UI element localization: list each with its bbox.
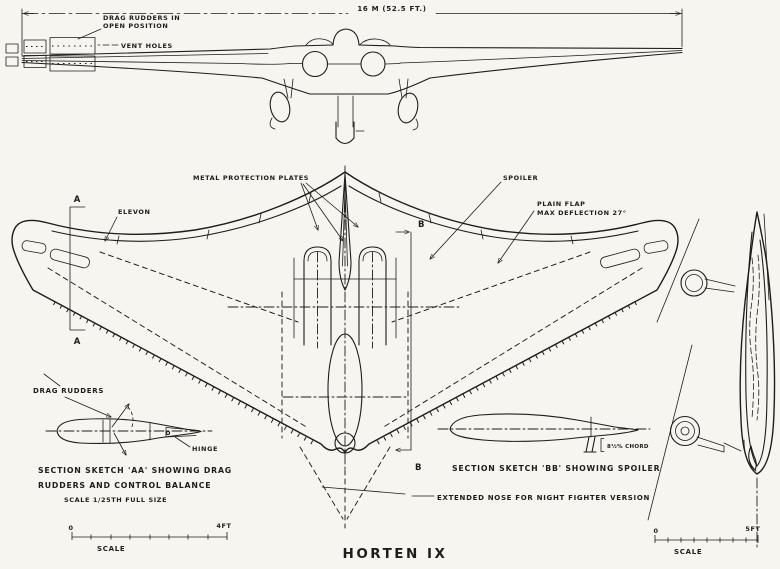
scale-right-zero: 0 <box>653 527 658 535</box>
section-a-bottom-marker: A <box>74 337 81 347</box>
scale-right-label: SCALE <box>674 548 702 556</box>
aa-rudder-up-arrow <box>111 404 129 428</box>
section-a-top-marker: A <box>74 195 81 205</box>
bb-spoiler-deployed <box>583 436 597 453</box>
left-engine-nacelle <box>303 246 332 346</box>
extended-nose-leader <box>321 486 435 497</box>
right-leading-edge-ribs <box>376 301 637 445</box>
plan-view: A A B METAL PROTECTION PLATES SPOILER PL… <box>11 165 679 529</box>
extended-nose-outline <box>299 446 391 529</box>
right-hinge-line <box>348 185 639 242</box>
side-inner-pod <box>745 231 768 467</box>
aa-caption-3: SCALE 1/25TH FULL SIZE <box>64 496 167 504</box>
tip-drag-rudder-slots <box>21 240 669 269</box>
front-left-intake-bump <box>305 38 334 46</box>
aa-hinge-label: HINGE <box>192 445 218 453</box>
section-b-bottom-marker: B <box>415 463 421 473</box>
scale-left-label: SCALE <box>97 545 125 553</box>
scale-left-max: 4FT <box>216 522 231 530</box>
scale-right-max: 5FT <box>745 525 760 533</box>
section-b-top-marker: B <box>418 220 424 230</box>
elevon-label: ELEVON <box>118 208 151 216</box>
front-right-intake-bump <box>359 38 391 46</box>
band-dividers <box>116 192 574 245</box>
centre-section <box>227 165 463 471</box>
rear-point-fairing <box>338 173 352 291</box>
scale-bar-left: 0 4FT SCALE <box>68 522 231 553</box>
aa-caption-2: RUDDERS AND CONTROL BALANCE <box>38 481 211 490</box>
side-wheel-door <box>748 445 757 471</box>
left-main-gear-strut <box>283 78 294 99</box>
vent-holes-label: VENT HOLES <box>121 42 173 50</box>
bb-airfoil <box>449 413 639 442</box>
drag-rudders-leader <box>77 28 102 40</box>
right-main-wheel <box>397 92 419 124</box>
span-dimension-label: 16 M (52.5 FT.) <box>357 5 426 13</box>
aa-airfoil <box>56 418 202 445</box>
side-main-gear-strut <box>704 278 736 293</box>
nose-wheel-bay <box>334 432 356 454</box>
metal-protection-plates-label: METAL PROTECTION PLATES <box>193 174 309 182</box>
cockpit-canopy-outline <box>327 333 363 447</box>
plain-flap-label-2: MAX DEFLECTION 27° <box>537 209 627 217</box>
aa-rudder-slot <box>102 419 111 443</box>
section-sketch-aa: DRAG RUDDERS HINGE SECTION SKETCH 'AA' S… <box>33 373 232 504</box>
aa-rudder-down-arrow <box>113 432 126 455</box>
nose-gear-strut <box>337 95 354 128</box>
side-nose-gear-fork <box>696 436 742 453</box>
right-engine-nacelle <box>358 246 387 346</box>
left-leading-edge-ribs <box>53 301 314 445</box>
front-canopy <box>332 28 360 46</box>
front-view: 16 M (52.5 FT.) <box>5 5 683 145</box>
front-landing-gear <box>269 78 419 145</box>
scale-bar-right: 0 5FT SCALE <box>653 525 760 556</box>
drag-rudders-open-label-1: DRAG RUDDERS IN <box>103 14 180 22</box>
side-nose-wheel <box>669 415 701 447</box>
aa-hinge-point <box>165 430 171 436</box>
front-drag-rudders-open <box>5 37 96 72</box>
front-right-engine-intake <box>360 51 386 77</box>
plain-flap-label-1: PLAIN FLAP <box>537 200 585 208</box>
span-dimension: 16 M (52.5 FT.) <box>21 5 683 56</box>
drag-rudders-open-label-2: OPEN POSITION <box>103 22 168 30</box>
section-line-aa: A A <box>69 195 86 347</box>
spoiler-label: SPOILER <box>503 174 538 182</box>
bb-chord-bracket <box>600 438 605 452</box>
drawing-title: HORTEN IX <box>343 546 448 562</box>
front-left-engine-intake <box>301 50 329 78</box>
aa-caption-1: SECTION SKETCH 'AA' SHOWING DRAG <box>38 466 232 475</box>
gear-bay-walls <box>281 291 409 439</box>
section-sketch-bb: 8½% CHORD B SECTION SKETCH 'BB' SHOWING … <box>415 413 660 473</box>
aa-drag-rudders-label: DRAG RUDDERS <box>33 387 104 395</box>
right-main-gear-strut <box>398 78 409 99</box>
side-main-wheel <box>680 269 708 297</box>
extended-nose-label: EXTENDED NOSE FOR NIGHT FIGHTER VERSION <box>437 494 650 502</box>
bb-caption: SECTION SKETCH 'BB' SHOWING SPOILER <box>452 464 660 473</box>
scale-left-zero: 0 <box>68 524 73 532</box>
nose-gear-wheel <box>335 121 355 145</box>
side-view <box>647 211 776 549</box>
left-hinge-line <box>51 185 342 242</box>
left-main-wheel <box>269 91 291 123</box>
bb-chord-label: 8½% CHORD <box>607 443 649 450</box>
front-wing-silhouette <box>21 28 683 95</box>
section-line-bb: B <box>396 220 424 450</box>
